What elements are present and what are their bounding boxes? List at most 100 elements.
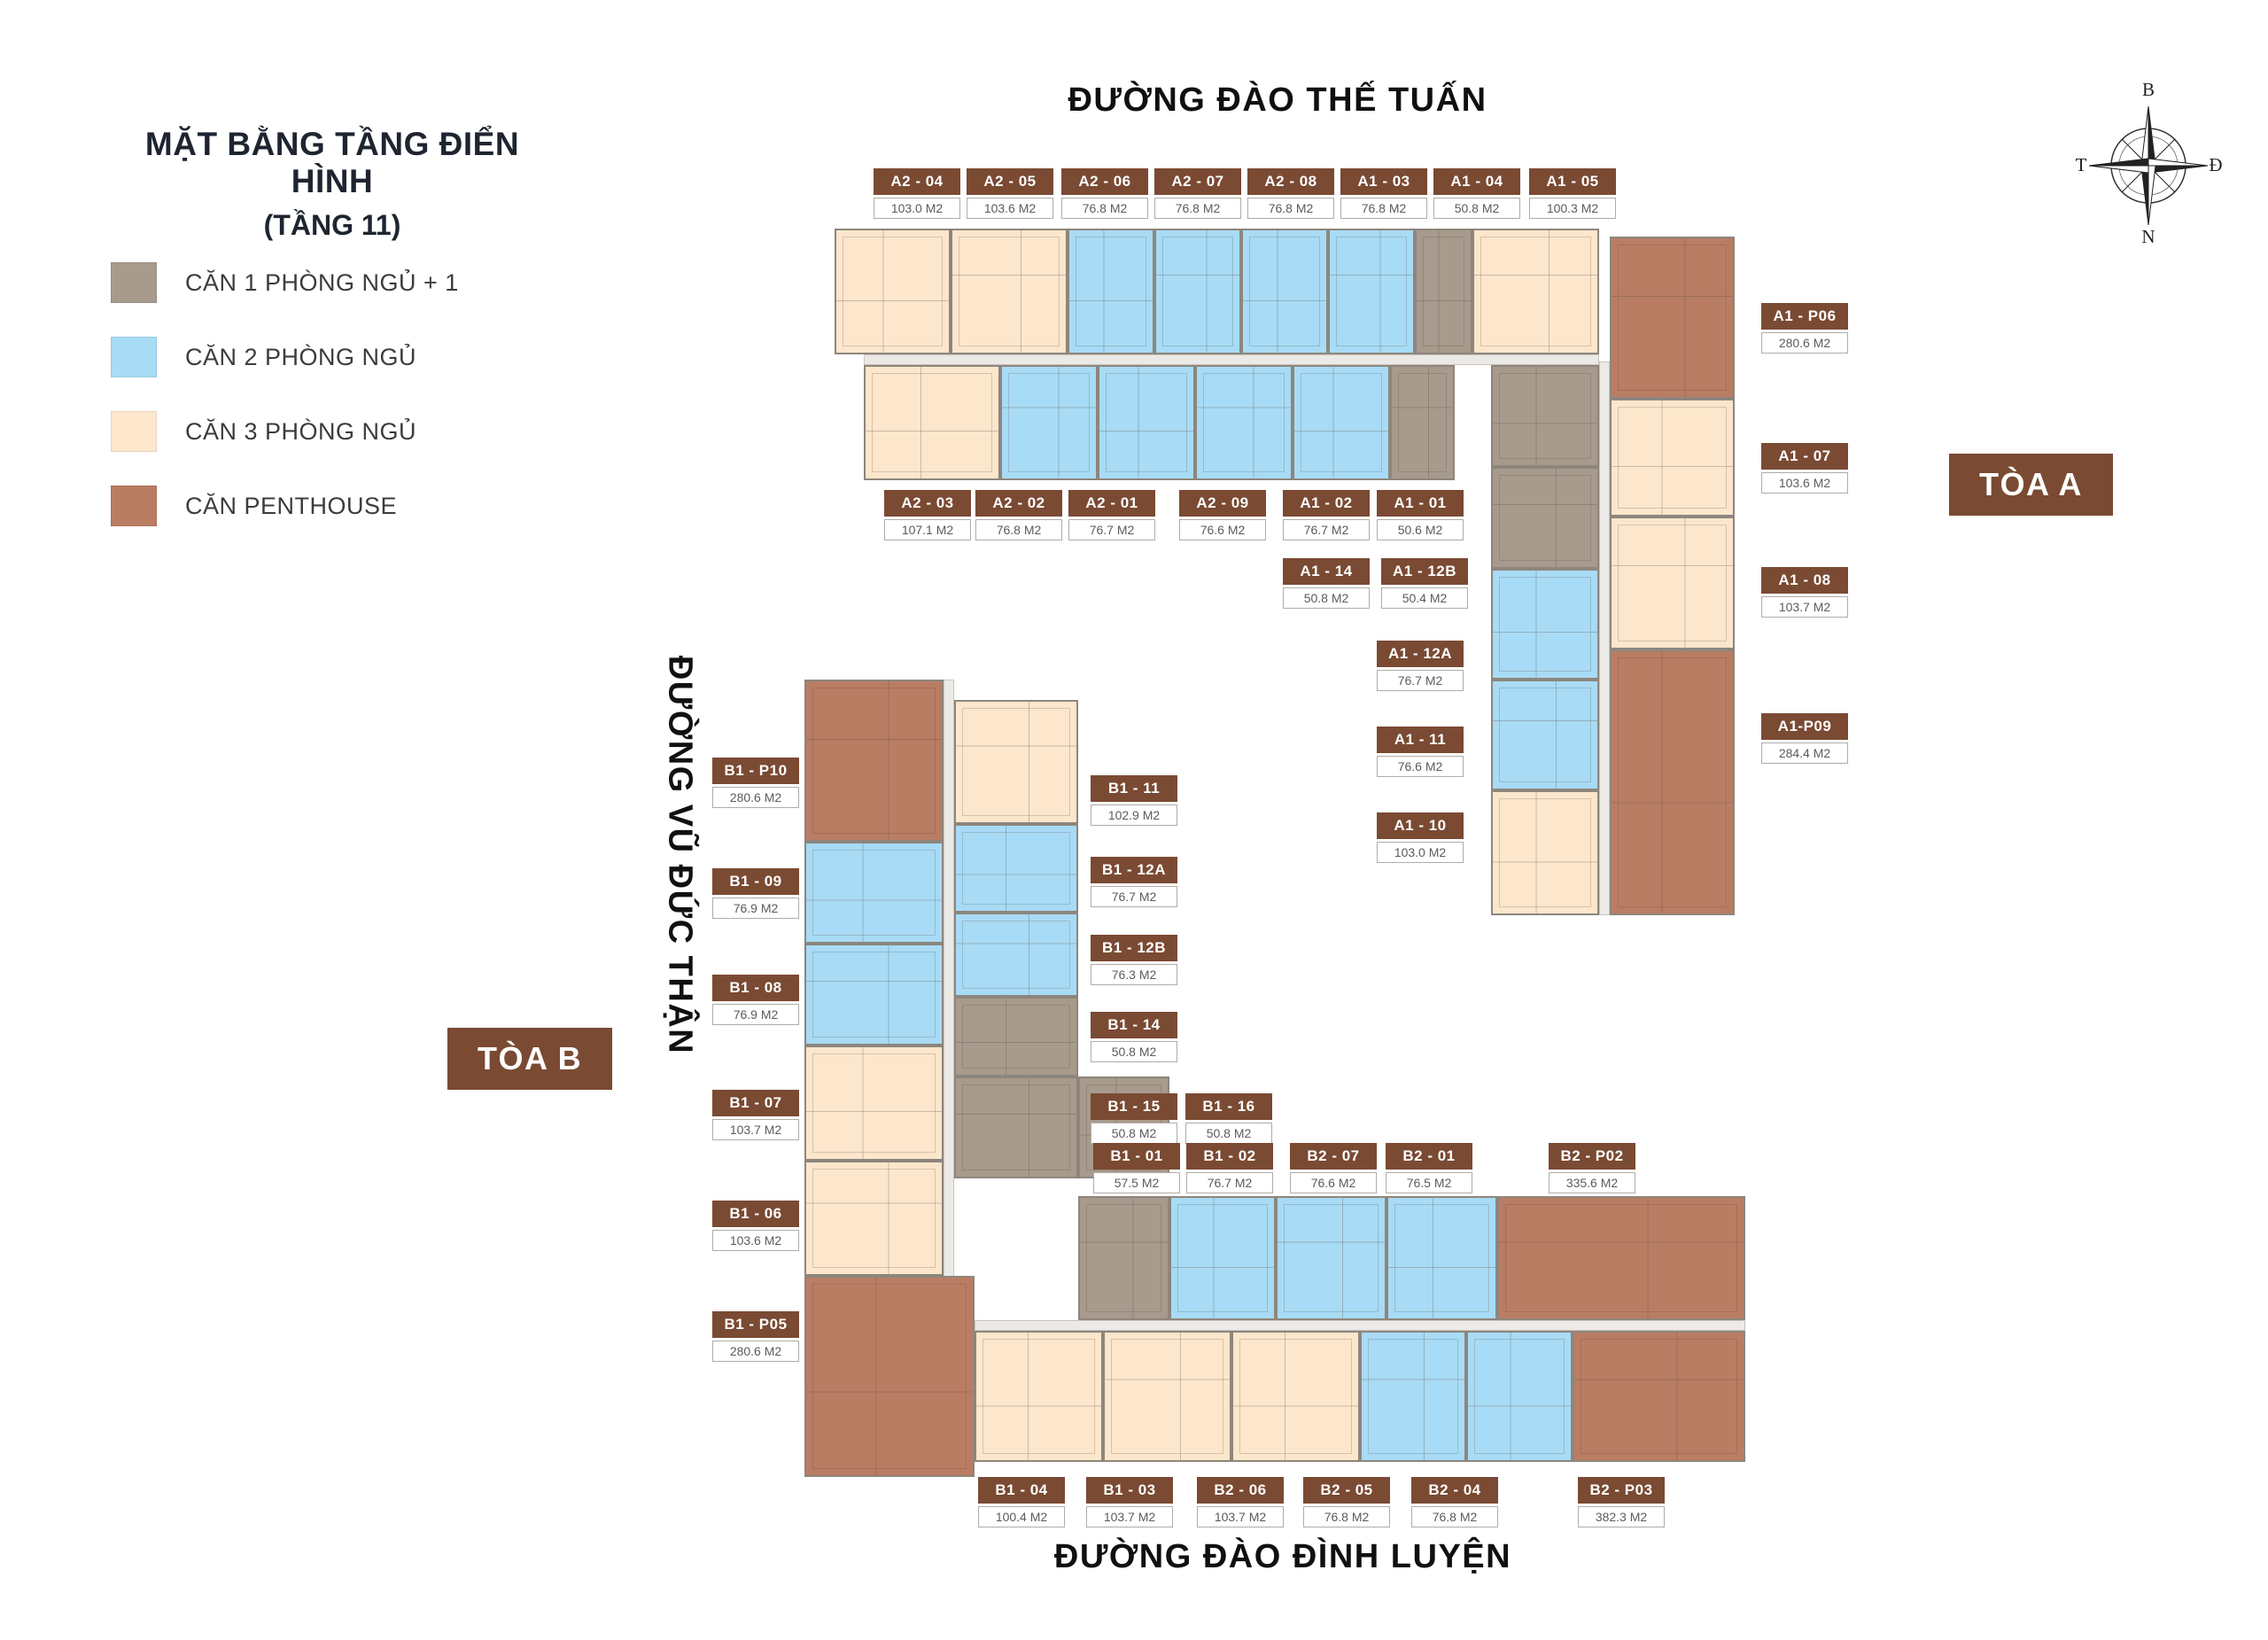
- unit-area-label: 50.8 M2: [1283, 587, 1370, 609]
- unit-b1-08: [804, 944, 944, 1045]
- unit-code-label: A1 - 12B: [1381, 558, 1468, 585]
- unit-area-label: 76.6 M2: [1179, 519, 1266, 540]
- unit-area-label: 76.8 M2: [1411, 1506, 1498, 1527]
- unit-area-label: 76.8 M2: [1247, 198, 1334, 219]
- unit-area-label: 103.7 M2: [1761, 596, 1848, 618]
- unit-code-label: B1 - 15: [1091, 1093, 1177, 1120]
- unit-b1-03: [1103, 1331, 1231, 1462]
- unit-code-label: B1 - 08: [712, 975, 799, 1001]
- unit-code-label: A2 - 09: [1179, 490, 1266, 517]
- unit-b1-07: [804, 1045, 944, 1161]
- legend-item-1pn: CĂN 1 PHÒNG NGỦ + 1: [111, 262, 459, 303]
- street-label-top: ĐƯỜNG ĐÀO THẾ TUẤN: [1068, 82, 1487, 119]
- legend-swatch-2pn: [111, 337, 157, 377]
- unit-code-label: A2 - 06: [1061, 168, 1148, 195]
- unit-area-label: 50.8 M2: [1091, 1123, 1177, 1144]
- unit-a1-02: [1293, 365, 1390, 480]
- unit-area-label: 335.6 M2: [1549, 1172, 1635, 1193]
- unit-code-label: B2 - 07: [1290, 1143, 1377, 1170]
- unit-a1-07: [1610, 399, 1735, 517]
- unit-area-label: 284.4 M2: [1761, 742, 1848, 764]
- unit-a1-10: [1491, 790, 1599, 915]
- unit-code-label: A1 - 01: [1377, 490, 1464, 517]
- street-label-bottom: ĐƯỜNG ĐÀO ĐÌNH LUYỆN: [1053, 1538, 1512, 1575]
- unit-a1-12a: [1491, 569, 1599, 680]
- unit-area-label: 76.7 M2: [1377, 670, 1464, 691]
- compass-rose-icon: B Đ N T: [2073, 79, 2224, 247]
- unit-code-label: A1 - 04: [1433, 168, 1520, 195]
- unit-area-label: 76.8 M2: [975, 519, 1062, 540]
- unit-code-label: B1 - 14: [1091, 1012, 1177, 1038]
- compass-west-label: T: [2076, 154, 2087, 175]
- unit-area-label: 103.7 M2: [1197, 1506, 1284, 1527]
- legend-label-1pn: CĂN 1 PHÒNG NGỦ + 1: [185, 268, 459, 296]
- unit-b1-12b: [954, 913, 1078, 997]
- unit-area-label: 280.6 M2: [1761, 332, 1848, 354]
- unit-code-label: B2 - 01: [1386, 1143, 1472, 1170]
- legend-swatch-1pn: [111, 262, 157, 303]
- unit-b1-15: [954, 1076, 1078, 1178]
- unit-area-label: 50.8 M2: [1433, 198, 1520, 219]
- unit-b1-12a: [954, 824, 1078, 913]
- unit-area-label: 76.6 M2: [1377, 756, 1464, 777]
- unit-code-label: A1 - 03: [1340, 168, 1427, 195]
- unit-code-label: A1 - 12A: [1377, 641, 1464, 667]
- unit-b1-06: [804, 1161, 944, 1276]
- unit-b1-p05: [804, 1276, 975, 1477]
- legend-swatch-3pn: [111, 411, 157, 452]
- unit-badge-a1-04: A1 - 04 50.8 M2: [1433, 168, 1520, 219]
- unit-b1-09: [804, 842, 944, 944]
- unit-a1-08: [1610, 517, 1735, 649]
- compass-east-label: Đ: [2209, 154, 2222, 175]
- compass-svg: B Đ N T: [2076, 79, 2223, 247]
- unit-a1-04: [1415, 229, 1472, 354]
- legend-swatch-ph: [111, 486, 157, 526]
- unit-area-label: 76.9 M2: [712, 898, 799, 919]
- unit-area-label: 382.3 M2: [1578, 1506, 1665, 1527]
- unit-b1-14: [954, 997, 1078, 1076]
- unit-area-label: 76.5 M2: [1386, 1172, 1472, 1193]
- unit-a2-09: [1195, 365, 1293, 480]
- unit-code-label: A2 - 02: [975, 490, 1062, 517]
- unit-a2-02: [1000, 365, 1098, 480]
- unit-area-label: 103.7 M2: [712, 1119, 799, 1140]
- unit-area-label: 103.7 M2: [1086, 1506, 1173, 1527]
- unit-a2-04: [835, 229, 951, 354]
- unit-code-label: B2 - P02: [1549, 1143, 1635, 1170]
- unit-a2-06: [1068, 229, 1154, 354]
- unit-b2-06: [1231, 1331, 1360, 1462]
- legend-label-2pn: CĂN 2 PHÒNG NGỦ: [185, 343, 417, 370]
- unit-a1-14: [1491, 365, 1599, 467]
- compass-south-label: N: [2141, 226, 2155, 245]
